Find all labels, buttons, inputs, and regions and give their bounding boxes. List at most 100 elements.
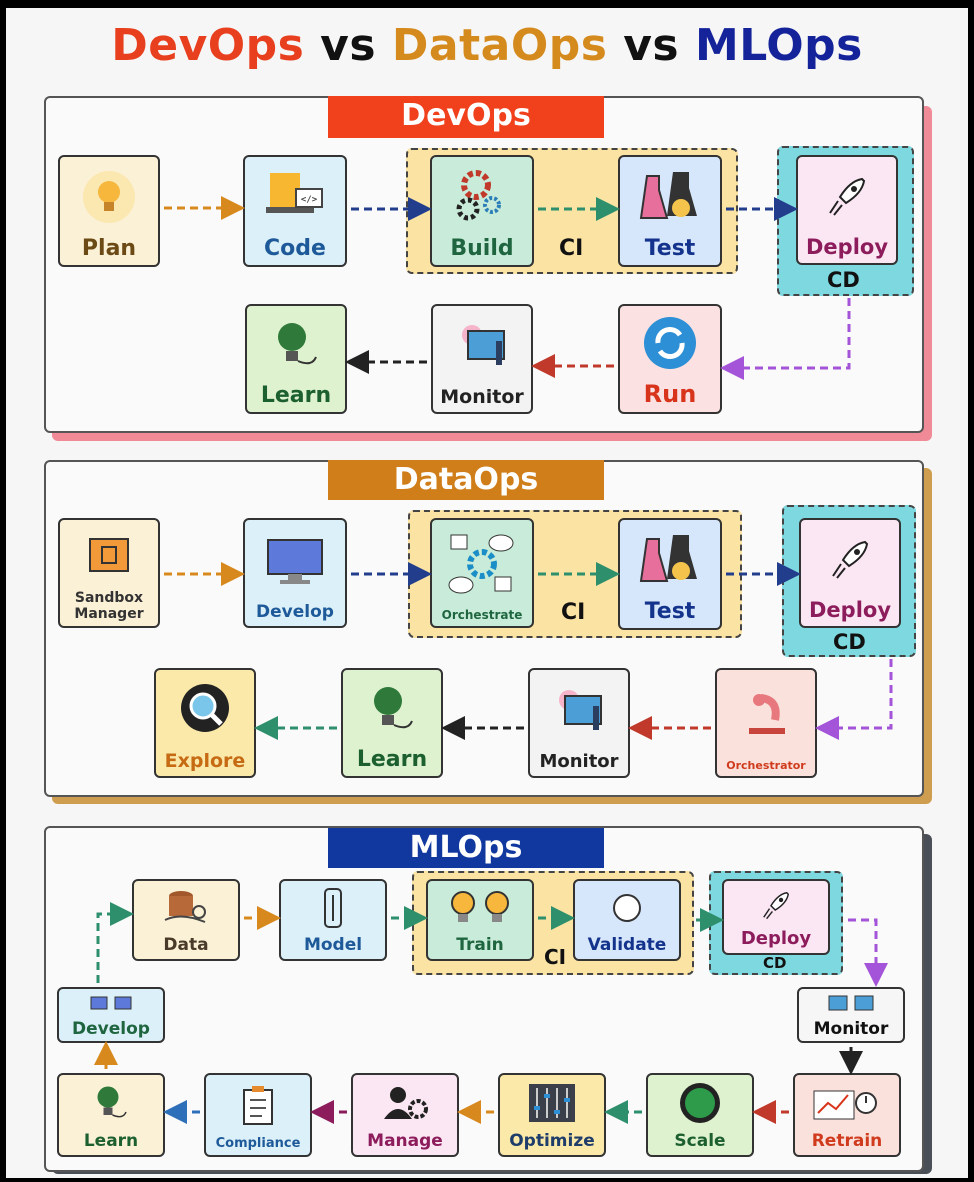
mlops-model-node: Model [279,879,387,961]
mlops-learn-node: Learn [57,1073,165,1157]
mlops-monitor-label: Monitor [813,1019,889,1039]
devops-cd-label: CD [827,268,860,292]
title-vs: vs [623,20,680,71]
mlops-deploy-label: Deploy [740,928,812,949]
dataops-orchestrate-node: Orchestrate [430,518,534,628]
devops-plan-label: Plan [81,236,137,261]
dataops-test-label: Test [644,599,696,624]
dataops-test-node: Test [618,518,722,630]
dataops-develop-node: Develop [243,518,347,628]
title-vs: vs [320,20,377,71]
mlops-train-label: Train [456,935,504,955]
database-icon [134,881,238,935]
devops-plan-node: Plan [58,155,160,267]
page-title: DevOps vs DataOps vs MLOps [6,20,968,71]
mlops-manage-label: Manage [367,1131,443,1151]
mlops-train-node: Train [426,879,534,961]
circle-check-icon [575,881,679,935]
devops-test-label: Test [644,236,696,261]
devops-monitor-node: Monitor [431,304,533,414]
devops-code-node: </> Code [243,155,347,267]
dataops-learn-label: Learn [356,747,428,772]
rocket-icon [724,881,828,928]
dataops-orchestrator-label: Orchestrator [726,759,806,772]
mlops-ci-label: CI [544,945,567,969]
mlops-data-node: Data [132,879,240,961]
dataops-sandbox-label: Sandbox Manager [74,590,144,622]
devops-run-node: Run [618,304,722,414]
dataops-orchestrator-node: Orchestrator [715,668,817,778]
monitor-presentation-icon [433,306,531,386]
devops-test-node: Test [618,155,722,267]
rocket-icon [801,520,899,598]
flask-icon [620,520,720,599]
mlops-retrain-label: Retrain [811,1131,883,1151]
mlops-retrain-node: Retrain [793,1073,901,1157]
title-dataops: DataOps [391,20,608,71]
brain-bulb-icon [247,306,345,383]
infographic-page: DevOps vs DataOps vs MLOps DevOps CI CD … [6,8,968,1178]
mlops-optimize-node: Optimize [498,1073,606,1157]
orchestrate-gear-icon [432,520,532,608]
dataops-monitor-label: Monitor [539,751,619,772]
monitors-icon [59,989,163,1019]
devops-deploy-node: Deploy [796,155,898,265]
mlops-learn-label: Learn [83,1131,139,1151]
dataops-deploy-label: Deploy [808,598,892,622]
dataops-explore-node: Explore [154,668,256,778]
mlops-develop-node: Develop [57,987,165,1043]
devops-ci-label: CI [559,236,584,261]
retrain-chart-icon [795,1075,899,1131]
dataops-banner: DataOps [328,460,604,500]
dataops-cd-label: CD [833,630,866,654]
mlops-data-label: Data [163,935,209,955]
user-gear-icon [353,1075,457,1131]
devops-learn-label: Learn [260,383,332,408]
devops-deploy-label: Deploy [805,235,889,259]
gears-icon [432,157,532,236]
flask-icon [620,157,720,236]
monitor-presentation-icon [530,670,628,751]
devops-monitor-label: Monitor [440,386,524,408]
monitors-icon [799,989,903,1019]
svg-text:</>: </> [301,195,318,205]
mlops-optimize-label: Optimize [509,1131,595,1151]
mlops-scale-label: Scale [674,1131,726,1151]
dataops-deploy-node: Deploy [799,518,901,628]
devops-banner: DevOps [328,96,604,138]
title-devops: DevOps [111,20,305,71]
mlops-manage-node: Manage [351,1073,459,1157]
refresh-icon [620,306,720,380]
dataops-orchestrate-label: Orchestrate [441,608,523,622]
laptop-code-icon: </> [245,157,345,236]
devops-code-label: Code [264,236,326,261]
dataops-learn-node: Learn [341,668,443,778]
desktop-icon [245,520,345,602]
mlops-model-label: Model [303,935,363,955]
sandbox-box-icon [60,520,158,590]
clipboard-icon [206,1075,310,1136]
scale-circle-icon [648,1075,752,1131]
model-icon [281,881,385,935]
mlops-compliance-node: Compliance [204,1073,312,1157]
brain-bulb-icon [59,1075,163,1131]
dataops-monitor-node: Monitor [528,668,630,778]
mlops-scale-node: Scale [646,1073,754,1157]
devops-run-label: Run [643,380,697,408]
mlops-monitor-node: Monitor [797,987,905,1043]
rocket-icon [798,157,896,235]
lightbulbs-icon [428,881,532,935]
brain-bulb-icon [343,670,441,747]
mlops-develop-label: Develop [72,1019,150,1039]
devops-build-node: Build [430,155,534,267]
mlops-cd-label: CD [763,954,787,972]
sliders-icon [500,1075,604,1131]
dataops-develop-label: Develop [256,602,334,622]
devops-build-label: Build [450,236,514,261]
mlops-compliance-label: Compliance [215,1136,301,1151]
microscope-icon [717,670,815,759]
lightbulb-icon [60,157,158,236]
dataops-sandbox-node: Sandbox Manager [58,518,160,628]
mlops-deploy-node: Deploy [722,879,830,955]
magnifier-icon [156,670,254,750]
